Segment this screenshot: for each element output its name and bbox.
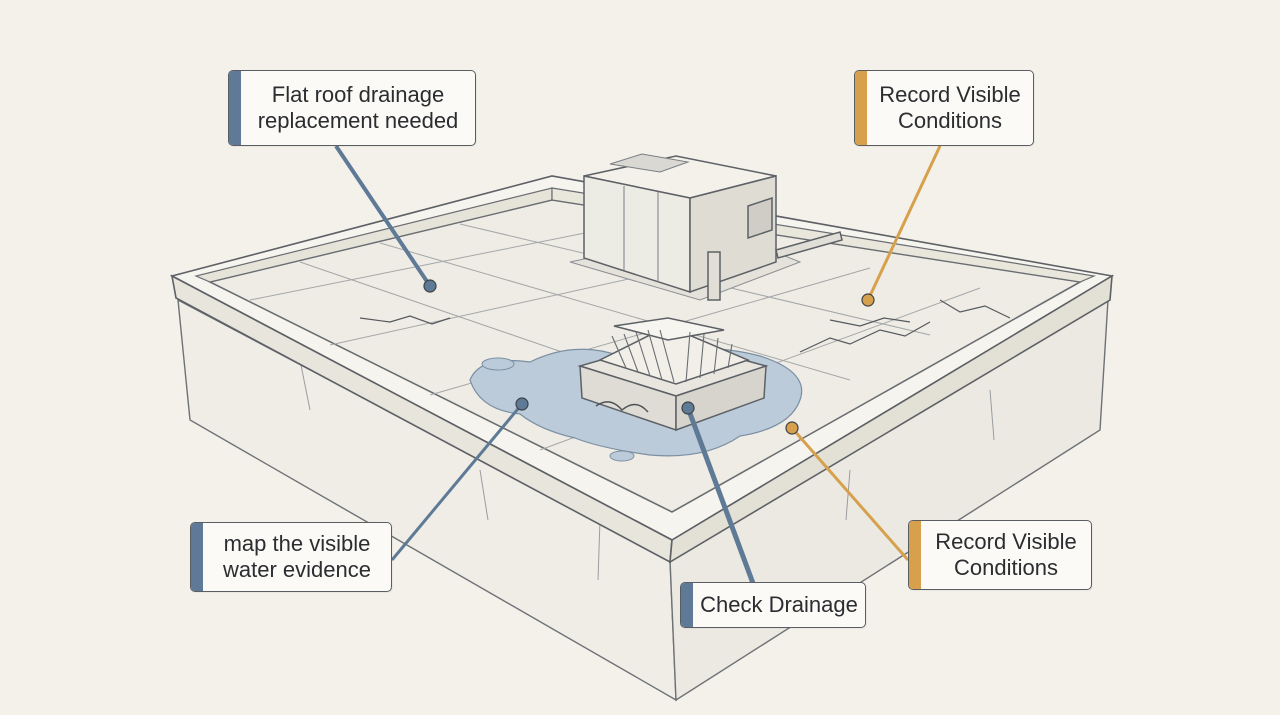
callout-accent-bar	[681, 583, 693, 627]
callout-text: Check Drainage	[700, 592, 858, 617]
leader-lines	[334, 144, 942, 587]
callout-text: map the visible water evidence	[223, 531, 371, 582]
callout-drainage-replacement: Flat roof drainage replacement needed	[228, 70, 476, 146]
callout-text: Flat roof drainage replacement needed	[257, 82, 459, 133]
callout-accent-bar	[229, 71, 241, 145]
callout-record-conditions-top: Record Visible Conditions	[854, 70, 1034, 146]
leader-points	[423, 279, 875, 435]
callout-accent-bar	[191, 523, 203, 591]
callout-accent-bar	[855, 71, 867, 145]
callout-record-conditions-bottom: Record Visible Conditions	[908, 520, 1092, 590]
hvac-unit	[569, 153, 843, 301]
roof-cracks	[359, 299, 1011, 447]
callout-accent-bar	[909, 521, 921, 589]
callout-text: Record Visible Conditions	[879, 82, 1021, 133]
callout-text: Record Visible Conditions	[935, 529, 1077, 580]
callout-check-drainage: Check Drainage	[680, 582, 866, 628]
roof-drain	[577, 317, 769, 432]
callout-water-evidence: map the visible water evidence	[190, 522, 392, 592]
